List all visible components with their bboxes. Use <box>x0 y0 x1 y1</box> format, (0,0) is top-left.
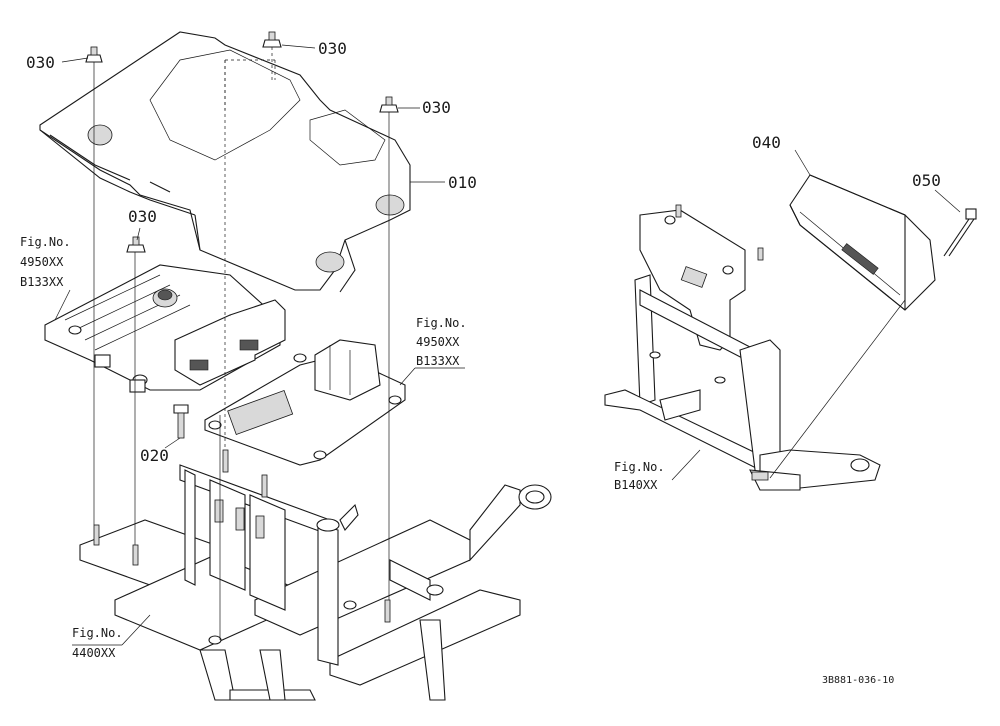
ecu-module-right <box>204 339 406 466</box>
cover-010 <box>39 31 411 293</box>
leader-lines-left <box>54 44 465 646</box>
fig-ref-ecu-left-line1: Fig.No. <box>20 235 71 249</box>
label-030-b: 030 <box>318 39 347 58</box>
drawing-number: 3B881-036-10 <box>822 675 894 686</box>
nut-030-b-icon <box>262 31 282 48</box>
label-010: 010 <box>448 173 477 192</box>
frame-studs <box>93 449 391 623</box>
leader-lines-right <box>671 149 961 481</box>
label-040: 040 <box>752 133 781 152</box>
fig-ref-ecu-left-line2: 4950XX <box>20 255 64 269</box>
bolt-020-icon <box>173 404 189 439</box>
fig-ref-frame-line2: 4400XX <box>72 646 116 660</box>
label-050: 050 <box>912 171 941 190</box>
alignment-lines-left <box>93 47 390 640</box>
fig-ref-ecu-left-line3: B133XX <box>20 275 64 289</box>
controller-040 <box>789 174 936 311</box>
fig-ref-ecu-right-line1: Fig.No. <box>416 316 467 330</box>
fig-ref-bracket-line2: B140XX <box>614 478 658 492</box>
fig-ref-bracket-line1: Fig.No. <box>614 460 665 474</box>
nut-030-c-icon <box>379 96 399 113</box>
frame-assembly <box>79 464 552 701</box>
fig-ref-frame-line1: Fig.No. <box>72 626 123 640</box>
label-030-a: 030 <box>26 53 55 72</box>
label-020: 020 <box>140 446 169 465</box>
label-030-d: 030 <box>128 207 157 226</box>
fig-ref-ecu-right-line2: 4950XX <box>416 335 460 349</box>
bolt-050-icon <box>943 208 977 257</box>
nut-030-d-icon <box>126 236 146 253</box>
ecu-module-left <box>44 264 286 393</box>
label-030-c: 030 <box>422 98 451 117</box>
nut-030-a-icon <box>85 46 103 63</box>
mounting-bracket <box>604 204 881 491</box>
fig-ref-ecu-right-line3: B133XX <box>416 354 460 368</box>
